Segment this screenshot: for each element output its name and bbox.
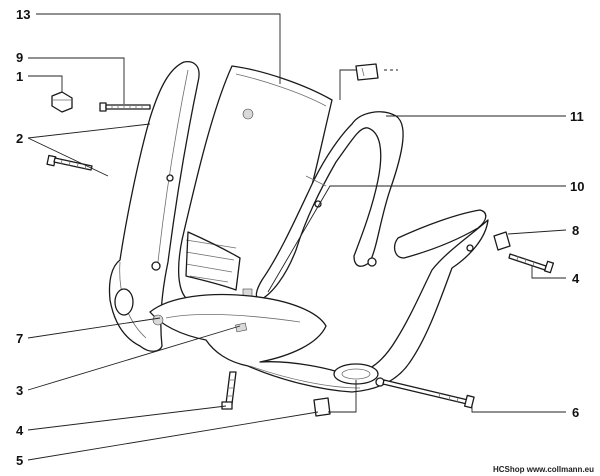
screw-upper [99,102,151,112]
callout-1: 1 [16,69,23,84]
lower-front-spoiler [149,219,489,393]
callout-6: 6 [572,405,579,420]
screw-left [46,154,93,171]
left-side-panel [108,60,200,352]
source-credit: HCShop www.collmann.eu [493,465,594,474]
screw-lower [221,371,237,410]
screw-right [508,253,555,274]
clip-bottom [313,397,331,417]
callout-7: 7 [16,331,23,346]
screw-bottom-right [382,379,475,409]
callout-4-right: 4 [572,271,580,286]
callout-labels: 13 9 1 2 7 3 4 5 10 11 8 4 6 [16,7,584,468]
right-lower-bracket [393,209,487,259]
callout-11: 11 [570,109,584,124]
callout-10: 10 [570,179,584,194]
callout-5: 5 [16,453,23,468]
clip-right [493,231,511,251]
callout-8: 8 [572,223,579,238]
front-shield-upper [178,65,333,303]
callout-2: 2 [16,131,23,146]
leader-lines [27,13,567,461]
right-inner-panel [255,111,404,301]
callout-9: 9 [16,50,23,65]
callout-13: 13 [16,7,30,22]
callout-3: 3 [16,383,23,398]
clip-top [355,63,379,81]
nut-part [51,91,73,113]
callout-4-lower: 4 [16,423,24,438]
